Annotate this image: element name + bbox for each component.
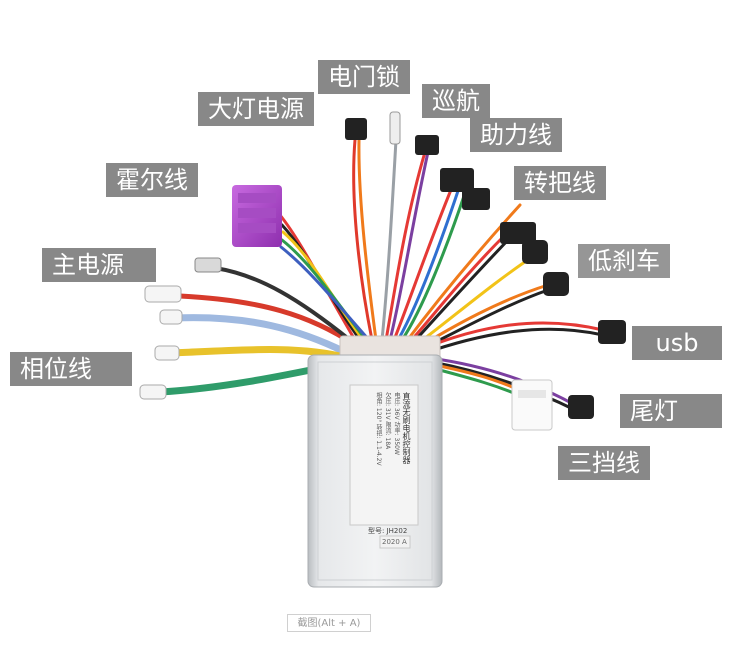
main-power-black	[213, 266, 352, 342]
label-door-lock: 电门锁	[318, 60, 410, 94]
phase-wire-blue	[171, 314, 349, 356]
label-cruise: 巡航	[422, 84, 490, 118]
label-usb: usb	[632, 326, 722, 360]
main-power-red	[177, 293, 358, 348]
controller-spec-2: 欠压: 31V 限流: 18A	[384, 392, 391, 450]
label-low-brake: 低刹车	[578, 244, 670, 278]
label-hall: 霍尔线	[106, 163, 198, 197]
label-main-power: 主电源	[42, 248, 156, 282]
hall-connector	[232, 185, 282, 247]
controller-date: 2020 A	[382, 538, 407, 546]
label-three-speed: 三挡线	[558, 446, 650, 480]
screenshot-hint: 截图(Alt + A)	[287, 614, 371, 632]
controller-spec-1: 电压: 36V 功率: 350W	[393, 392, 400, 455]
controller-title: 直流无刷电机控制器	[402, 392, 411, 464]
phase-wire-yellow	[168, 346, 352, 362]
controller-model: 型号: JH202	[368, 527, 408, 535]
controller-label: 直流无刷电机控制器 电压: 36V 功率: 350W 欠压: 31V 限流: 1…	[356, 392, 412, 518]
label-throttle: 转把线	[514, 166, 606, 200]
label-headlight-power: 大灯电源	[198, 92, 314, 126]
controller-housing	[307, 354, 443, 588]
connectors	[139, 111, 626, 431]
label-tail-light: 尾灯	[620, 394, 722, 428]
label-assist: 助力线	[470, 118, 562, 152]
label-phase: 相位线	[10, 352, 132, 386]
controller-spec-3: 相角: 120° 转把: 1.1-4.2V	[375, 392, 382, 466]
